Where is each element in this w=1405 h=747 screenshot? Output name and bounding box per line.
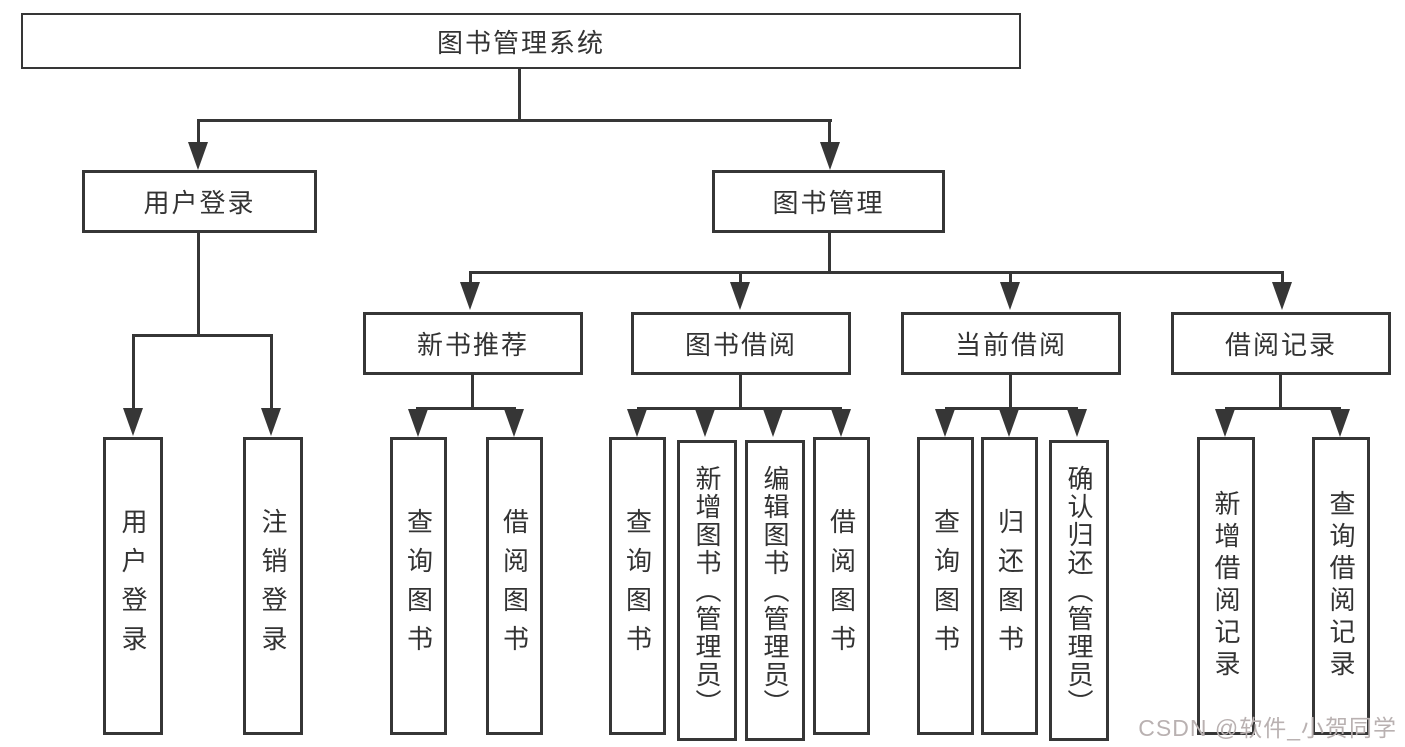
csdn-watermark: CSDN @软件_小贺同学 bbox=[1138, 715, 1397, 741]
node-current-borrowing: 当前借阅 bbox=[901, 312, 1121, 375]
node-borrowing-records-label: 借阅记录 bbox=[1224, 330, 1337, 360]
connector-line bbox=[518, 69, 521, 121]
connector-line bbox=[828, 233, 831, 274]
leaf-borrow-book-newbook-label: 借阅图书 bbox=[499, 508, 530, 664]
arrow-down-icon bbox=[935, 409, 955, 437]
connector-line bbox=[1009, 375, 1012, 410]
connector-line bbox=[197, 233, 200, 336]
connector-line bbox=[1279, 375, 1282, 410]
node-borrowing-records: 借阅记录 bbox=[1171, 312, 1391, 375]
leaf-query-book-borrowing-label: 查询图书 bbox=[622, 508, 653, 664]
node-book-borrowing-label: 图书借阅 bbox=[684, 330, 797, 360]
arrow-down-icon bbox=[1330, 409, 1350, 437]
arrow-down-icon bbox=[123, 408, 143, 436]
node-book-management: 图书管理 bbox=[712, 170, 945, 233]
leaf-logout: 注销登录 bbox=[243, 437, 303, 735]
arrow-down-icon bbox=[460, 282, 480, 310]
leaf-query-borrow-record-label: 查询借阅记录 bbox=[1326, 490, 1356, 682]
leaf-query-book-borrowing: 查询图书 bbox=[609, 437, 666, 735]
leaf-user-login: 用户登录 bbox=[103, 437, 163, 735]
node-user-login: 用户登录 bbox=[82, 170, 317, 233]
connector-line bbox=[828, 119, 831, 147]
connector-line bbox=[197, 119, 200, 147]
leaf-confirm-return-admin: 确认归还（管理员） bbox=[1049, 440, 1109, 741]
connector-line bbox=[471, 375, 474, 410]
connector-line bbox=[1009, 271, 1012, 285]
node-book-management-label: 图书管理 bbox=[772, 188, 885, 218]
node-new-book-recommend: 新书推荐 bbox=[363, 312, 583, 375]
arrow-down-icon bbox=[188, 142, 208, 170]
arrow-down-icon bbox=[999, 409, 1019, 437]
node-current-borrowing-label: 当前借阅 bbox=[954, 330, 1067, 360]
arrow-down-icon bbox=[1272, 282, 1292, 310]
arrow-down-icon bbox=[763, 409, 783, 437]
connector-line bbox=[739, 271, 742, 285]
leaf-add-book-admin: 新增图书（管理员） bbox=[677, 440, 737, 741]
leaf-borrow-book-borrowing: 借阅图书 bbox=[813, 437, 870, 735]
leaf-add-borrow-record-label: 新增借阅记录 bbox=[1211, 490, 1241, 682]
node-user-login-label: 用户登录 bbox=[143, 188, 256, 218]
leaf-return-book-label: 归还图书 bbox=[994, 508, 1025, 664]
arrow-down-icon bbox=[1000, 282, 1020, 310]
connector-line bbox=[270, 334, 273, 410]
connector-line bbox=[469, 271, 1284, 274]
arrow-down-icon bbox=[627, 409, 647, 437]
connector-line bbox=[132, 334, 273, 337]
arrow-down-icon bbox=[820, 142, 840, 170]
leaf-query-book-newbook: 查询图书 bbox=[390, 437, 447, 735]
root-node-library-system: 图书管理系统 bbox=[21, 13, 1021, 69]
connector-line bbox=[1281, 271, 1284, 285]
leaf-query-book-newbook-label: 查询图书 bbox=[403, 508, 434, 664]
leaf-borrow-book-newbook: 借阅图书 bbox=[486, 437, 543, 735]
leaf-query-book-current-label: 查询图书 bbox=[930, 508, 961, 664]
leaf-confirm-return-admin-label: 确认归还（管理员） bbox=[1064, 464, 1094, 717]
arrow-down-icon bbox=[261, 408, 281, 436]
root-node-label: 图书管理系统 bbox=[436, 27, 605, 58]
arrow-down-icon bbox=[695, 409, 715, 437]
arrow-down-icon bbox=[1067, 409, 1087, 437]
leaf-query-book-current: 查询图书 bbox=[917, 437, 974, 735]
leaf-borrow-book-borrowing-label: 借阅图书 bbox=[826, 508, 857, 664]
leaf-add-book-admin-label: 新增图书（管理员） bbox=[692, 464, 722, 717]
connector-line bbox=[739, 375, 742, 410]
connector-line bbox=[945, 407, 1078, 410]
connector-line bbox=[197, 119, 832, 122]
connector-line bbox=[637, 407, 842, 410]
arrow-down-icon bbox=[1215, 409, 1235, 437]
connector-line bbox=[469, 271, 472, 285]
leaf-edit-book-admin-label: 编辑图书（管理员） bbox=[760, 464, 790, 717]
leaf-query-borrow-record: 查询借阅记录 bbox=[1312, 437, 1370, 735]
node-book-borrowing: 图书借阅 bbox=[631, 312, 851, 375]
arrow-down-icon bbox=[831, 409, 851, 437]
leaf-edit-book-admin: 编辑图书（管理员） bbox=[745, 440, 805, 741]
arrow-down-icon bbox=[408, 409, 428, 437]
node-new-book-recommend-label: 新书推荐 bbox=[416, 330, 529, 360]
connector-line bbox=[132, 334, 135, 410]
leaf-add-borrow-record: 新增借阅记录 bbox=[1197, 437, 1255, 735]
connector-line bbox=[416, 407, 516, 410]
leaf-logout-label: 注销登录 bbox=[258, 508, 288, 664]
connector-line bbox=[1225, 407, 1341, 410]
arrow-down-icon bbox=[730, 282, 750, 310]
leaf-user-login-label: 用户登录 bbox=[118, 508, 148, 664]
arrow-down-icon bbox=[504, 409, 524, 437]
leaf-return-book: 归还图书 bbox=[981, 437, 1038, 735]
